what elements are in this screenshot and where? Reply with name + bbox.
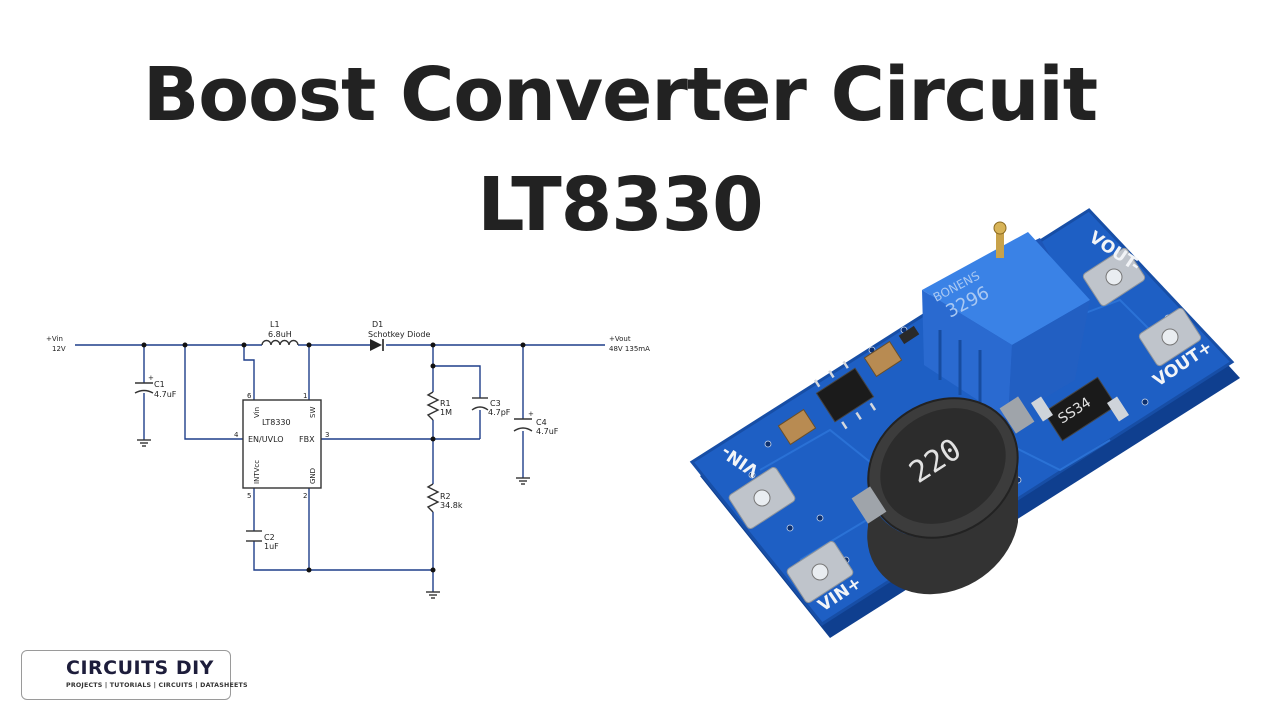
r1-ref: R1 bbox=[440, 399, 451, 408]
capacitor-c4 bbox=[513, 418, 533, 432]
pin-vin-label: Vin bbox=[253, 407, 261, 418]
logo-name: CIRCUITS DIY bbox=[66, 657, 214, 679]
c2-ref: C2 bbox=[264, 533, 275, 542]
c3-value: 4.7pF bbox=[488, 408, 511, 417]
pin-intvcc-label: INTVcc bbox=[253, 460, 261, 484]
c1-value: 4.7uF bbox=[154, 390, 177, 399]
pin-en-label: EN/UVLO bbox=[248, 435, 284, 444]
potentiometer bbox=[922, 221, 1090, 430]
logo-circuits-diy: CIRCUITS DIY PROJECTS | TUTORIALS | CIRC… bbox=[21, 650, 247, 700]
page-title-line2: LT8330 bbox=[477, 162, 763, 248]
page-title-line1: Boost Converter Circuit bbox=[142, 52, 1098, 138]
pin-5-number: 5 bbox=[247, 492, 251, 500]
ground-symbol-main bbox=[426, 591, 440, 599]
capacitor-c1 bbox=[134, 382, 154, 394]
c4-ref: C4 bbox=[536, 418, 547, 427]
pad-vin-minus bbox=[728, 467, 796, 529]
pin-4-number: 4 bbox=[234, 431, 239, 439]
resistor-r1 bbox=[426, 391, 440, 421]
capacitor-c3 bbox=[471, 397, 489, 411]
inductor-l1 bbox=[261, 339, 299, 346]
pin-6-number: 6 bbox=[247, 392, 252, 400]
logo-tagline: PROJECTS | TUTORIALS | CIRCUITS | DATASH… bbox=[66, 682, 248, 689]
l1-value: 6.8uH bbox=[268, 330, 292, 339]
vin-label: +Vin bbox=[46, 335, 63, 343]
power-inductor bbox=[851, 396, 1035, 595]
ground-symbol-c1 bbox=[137, 439, 151, 447]
c3-ref: C3 bbox=[490, 399, 501, 408]
diode-d1 bbox=[370, 339, 384, 351]
r1-value: 1M bbox=[440, 408, 452, 417]
l1-ref: L1 bbox=[270, 320, 280, 329]
d1-ref: D1 bbox=[372, 320, 383, 329]
smd-components bbox=[777, 325, 920, 446]
pad-vin-plus bbox=[786, 541, 854, 603]
vin-value: 12V bbox=[52, 345, 66, 353]
c4-value: 4.7uF bbox=[536, 427, 559, 436]
schottky-diode bbox=[1030, 376, 1130, 442]
pin-fbx-label: FBX bbox=[299, 435, 315, 444]
d1-value: Schotkey Diode bbox=[368, 330, 430, 339]
ground-symbol-c4 bbox=[516, 477, 530, 485]
r2-value: 34.8k bbox=[440, 501, 463, 510]
schematic-wires bbox=[75, 344, 605, 592]
svg-text:+: + bbox=[528, 410, 534, 418]
r2-ref: R2 bbox=[440, 492, 451, 501]
pin-sw-label: SW bbox=[309, 407, 317, 418]
vout-label: +Vout bbox=[609, 335, 631, 343]
ic-name: LT8330 bbox=[262, 418, 291, 427]
pin-3-number: 3 bbox=[325, 431, 329, 439]
ic-chip bbox=[813, 360, 877, 430]
vout-value: 48V 135mA bbox=[609, 345, 650, 353]
pad-vout-minus bbox=[1082, 247, 1146, 307]
pad-vout-plus bbox=[1138, 307, 1202, 367]
junction-dots bbox=[141, 342, 526, 573]
capacitor-c2 bbox=[246, 530, 262, 542]
c1-ref: C1 bbox=[154, 380, 165, 389]
c2-value: 1uF bbox=[264, 542, 279, 551]
resistor-r2 bbox=[426, 483, 440, 513]
pin-1-number: 1 bbox=[303, 392, 307, 400]
svg-text:+: + bbox=[148, 374, 154, 382]
pin-gnd-label: GND bbox=[309, 468, 317, 484]
ic-lt8330 bbox=[242, 399, 322, 489]
boost-module-image: VOUT- VOUT+ VIN- VIN+ BONENS 3296 bbox=[689, 208, 1240, 638]
pin-2-number: 2 bbox=[303, 492, 307, 500]
